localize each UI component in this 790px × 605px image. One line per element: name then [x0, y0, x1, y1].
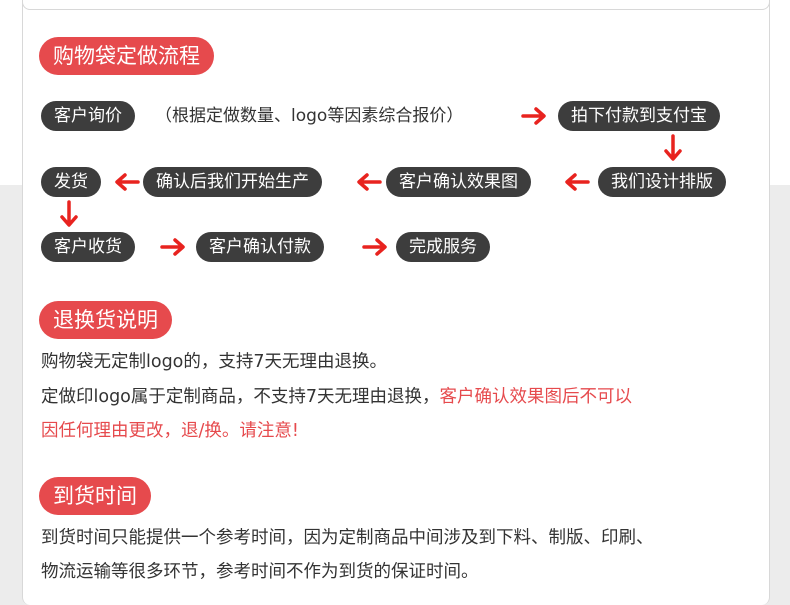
step-receive: 客户收货	[41, 232, 135, 262]
returns-line-2: 定做印logo属于定制商品，不支持7天无理由退换，客户确认效果图后不可以	[41, 380, 632, 414]
flow-title: 购物袋定做流程	[39, 37, 214, 75]
step-design-layout: 我们设计排版	[598, 167, 726, 197]
step-complete: 完成服务	[396, 232, 490, 262]
arrow-right-icon	[160, 238, 185, 256]
step-confirm-payment: 客户确认付款	[196, 232, 324, 262]
arrow-right-icon	[362, 238, 387, 256]
arrow-left-icon	[565, 173, 590, 191]
returns-line-1: 购物袋无定制logo的，支持7天无理由退换。	[41, 352, 388, 372]
arrow-down-icon	[60, 200, 78, 227]
returns-line-2-normal: 定做印logo属于定制商品，不支持7天无理由退换，	[41, 387, 440, 407]
arrow-left-icon	[357, 173, 382, 191]
returns-line-2-warning: 客户确认效果图后不可以	[439, 387, 633, 407]
quote-note: （根据定做数量、logo等因素综合报价）	[155, 106, 464, 126]
step-confirm-proof: 客户确认效果图	[386, 167, 531, 197]
arrival-title: 到货时间	[39, 477, 151, 515]
arrow-left-icon	[115, 173, 140, 191]
step-production: 确认后我们开始生产	[143, 167, 322, 197]
step-customer-inquiry: 客户询价	[41, 101, 135, 131]
returns-line-3-warning: 因任何理由更改，退/换。请注意!	[41, 421, 299, 441]
step-ship: 发货	[41, 167, 101, 197]
arrival-line-2: 物流运输等很多环节，参考时间不作为到货的保证时间。	[41, 562, 479, 582]
card-top-edge	[22, 0, 770, 10]
arrow-right-icon	[521, 107, 546, 125]
step-pay-alipay: 拍下付款到支付宝	[558, 101, 720, 131]
returns-title: 退换货说明	[39, 301, 172, 339]
arrow-down-icon	[664, 134, 682, 161]
arrival-line-1: 到货时间只能提供一个参考时间，因为定制商品中间涉及到下料、制版、印刷、	[41, 528, 654, 548]
